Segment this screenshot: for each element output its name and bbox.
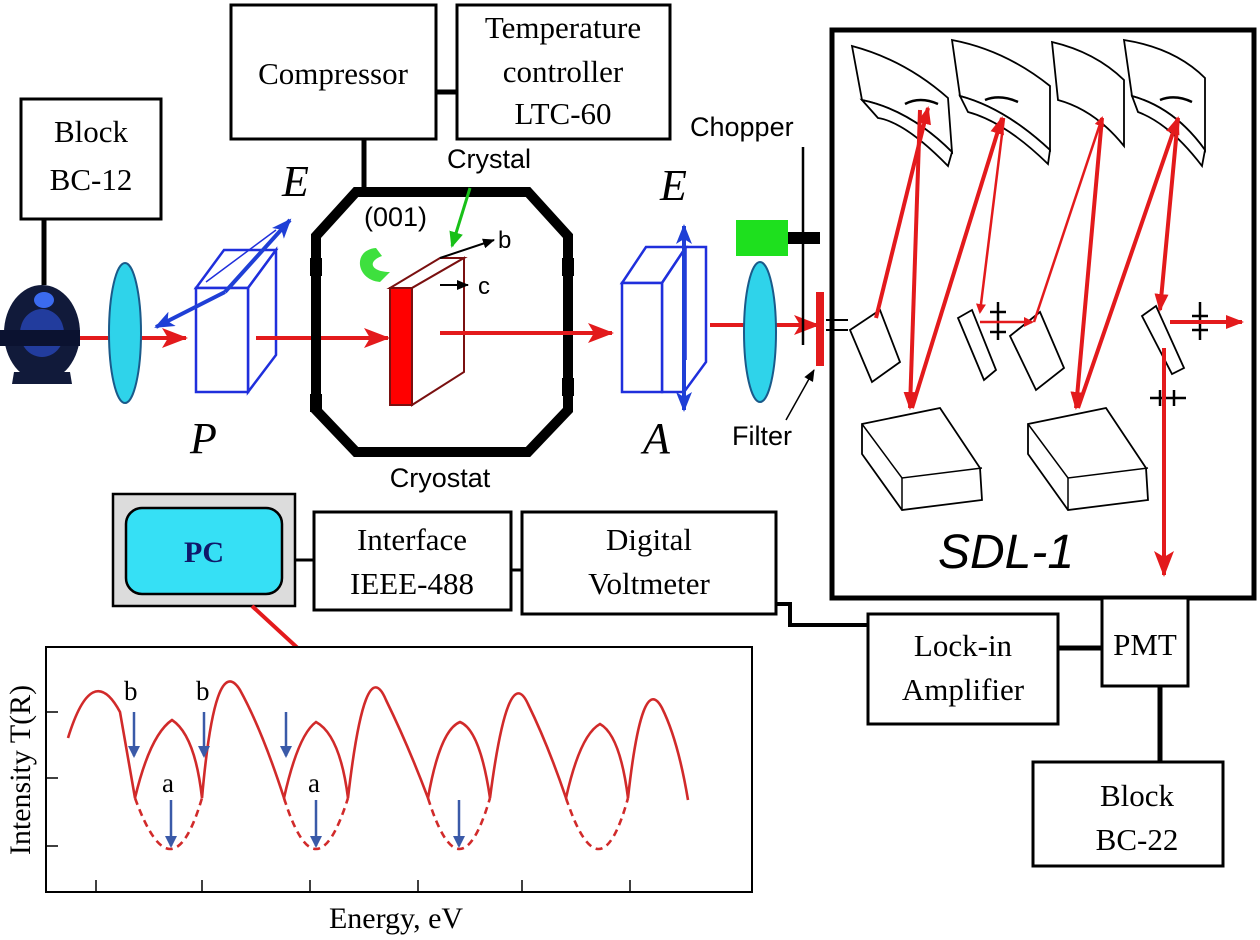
temp-controller-line2: controller [503, 54, 624, 89]
voltmeter-line2: Voltmeter [588, 566, 710, 601]
lamp-icon [0, 285, 80, 384]
axis-b-label: b [498, 227, 511, 254]
compressor-box: Compressor [229, 3, 438, 141]
axis-c-label: c [478, 273, 490, 300]
temperature-controller-box: Temperature controller LTC-60 [455, 3, 672, 141]
interface-line1: Interface [357, 522, 467, 557]
rotation-icon [359, 248, 390, 282]
block-bc22: Block BC-22 [1031, 760, 1225, 868]
inset-spectrum-plot: b b a a [45, 646, 753, 893]
chopper-shaft [788, 232, 820, 244]
crystal-sample [386, 256, 468, 407]
filter-label: Filter [732, 421, 792, 451]
gratings [861, 406, 1149, 511]
crystal-label: Crystal [447, 144, 531, 174]
polarizer-e-label: E [281, 157, 309, 206]
compressor-label: Compressor [258, 56, 409, 91]
voltmeter-line1: Digital [606, 522, 692, 557]
chopper-motor [736, 220, 788, 256]
block-bc12: Block BC-12 [19, 97, 163, 221]
spectrum-curve-dashed [133, 797, 630, 850]
marker-b2-label: b [196, 676, 210, 706]
cryostat [310, 187, 574, 457]
interface-line2: IEEE-488 [350, 566, 474, 601]
polarizer [193, 229, 279, 396]
plane-mirrors [848, 304, 1186, 392]
voltmeter-lockin-link [776, 602, 868, 627]
lockin-line1: Lock-in [914, 628, 1013, 663]
lens-1 [108, 262, 142, 404]
pmt-label: PMT [1113, 627, 1177, 662]
marker-a1-label: a [162, 768, 174, 798]
filter-pointer [785, 369, 815, 421]
inset-y-axis-label: Intensity T(R) [4, 685, 37, 855]
lockin-box: Lock-in Amplifier [866, 612, 1060, 726]
temp-controller-line3: LTC-60 [514, 96, 611, 131]
monochromator-beams [874, 106, 1244, 577]
marker-a2-label: a [308, 768, 320, 798]
sdl1-label: SDL-1 [938, 526, 1074, 579]
inset-x-axis-label: Energy, eV [329, 902, 463, 935]
chopper-label: Chopper [690, 112, 794, 142]
filter-icon [816, 292, 824, 366]
lens-2 [743, 261, 777, 403]
interface-box: Interface IEEE-488 [312, 510, 513, 612]
face-label: (001) [364, 202, 427, 232]
pmt-box: PMT [1100, 596, 1190, 688]
marker-b1-label: b [124, 676, 138, 706]
axis-b-arrow [439, 238, 495, 259]
entrance-slit [826, 319, 848, 331]
polarization-arrow-p2 [223, 218, 292, 294]
crystal-pointer [449, 187, 472, 248]
analyzer-e-label: E [659, 161, 687, 210]
block-bc22-line2: BC-22 [1096, 822, 1179, 857]
block-bc22-line1: Block [1100, 778, 1175, 813]
cryostat-label: Cryostat [390, 463, 491, 493]
lockin-line2: Amplifier [902, 672, 1025, 707]
temp-controller-line1: Temperature [485, 10, 641, 45]
polarizer-label: P [189, 414, 217, 463]
voltmeter-box: Digital Voltmeter [520, 510, 778, 616]
analyzer-label: A [640, 414, 671, 463]
pc-label: PC [184, 536, 224, 569]
polarization-arrow-p1 [154, 290, 226, 329]
pc-box: PC [111, 492, 297, 608]
block-bc12-line1: Block [54, 114, 129, 149]
analyzer [619, 245, 708, 394]
spectrum-curve-solid [66, 680, 690, 803]
block-bc12-line2: BC-12 [50, 162, 133, 197]
curved-mirrors [850, 38, 1206, 169]
